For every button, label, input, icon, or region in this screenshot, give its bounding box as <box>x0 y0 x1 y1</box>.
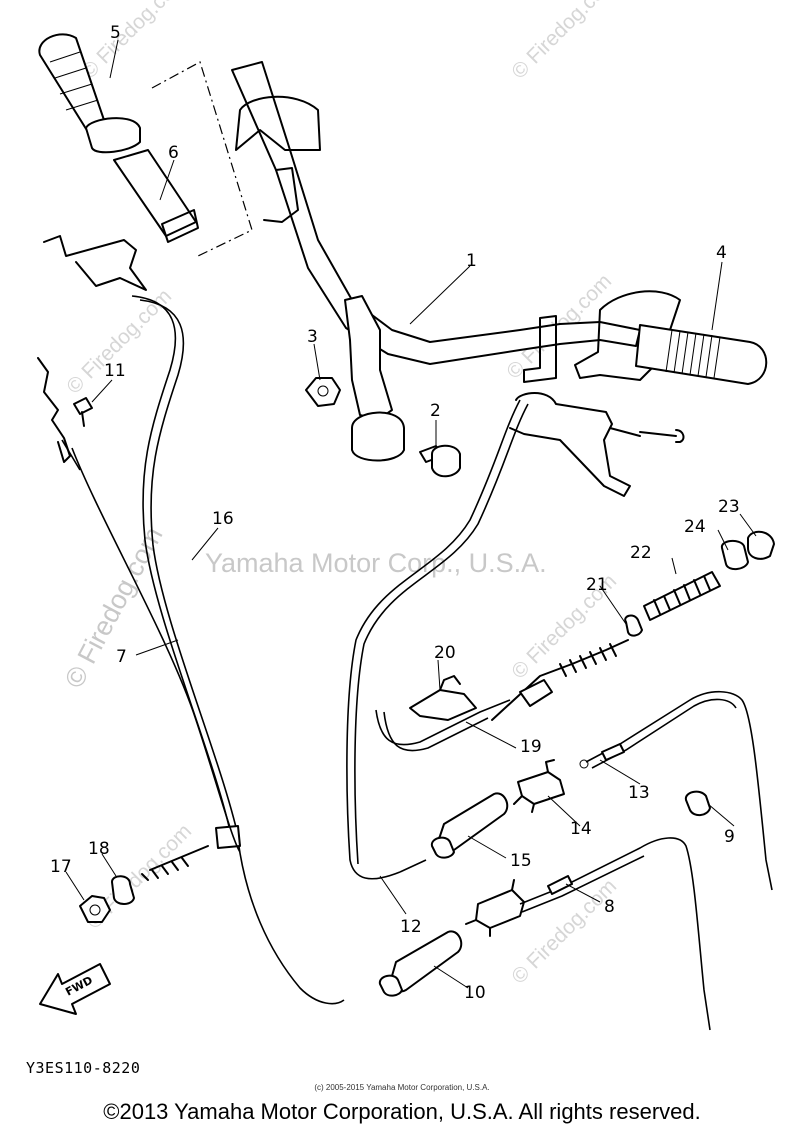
callout-16: 16 <box>212 509 234 529</box>
diagram-code: Y3ES110-8220 <box>26 1059 141 1077</box>
callout-18: 18 <box>88 839 110 859</box>
callout-4: 4 <box>716 243 727 263</box>
right-grip <box>635 324 768 385</box>
screw <box>73 397 93 427</box>
callout-9: 9 <box>724 827 735 847</box>
fwd-direction-arrow: FWD <box>39 963 111 1015</box>
throttle-cables <box>37 235 345 1005</box>
callout-numbers: 5 6 1 3 2 4 11 16 7 20 19 21 22 24 23 13… <box>50 23 740 1003</box>
watermark: © Firedog.com <box>77 0 191 84</box>
cable-clip <box>409 675 477 721</box>
left-grip <box>38 33 141 154</box>
throttle-sleeve <box>113 61 253 257</box>
cable-sleeves <box>378 792 509 997</box>
small-copyright: (c) 2005-2015 Yamaha Motor Corporation, … <box>314 1083 490 1092</box>
adjuster-assembly <box>491 530 775 721</box>
callout-3: 3 <box>307 327 318 347</box>
watermark-large: © Firedog.com <box>59 522 169 693</box>
callout-22: 22 <box>630 543 652 563</box>
callout-6: 6 <box>168 143 179 163</box>
handlebar <box>231 61 681 462</box>
callout-15: 15 <box>510 851 532 871</box>
callout-23: 23 <box>718 497 740 517</box>
callout-2: 2 <box>430 401 441 421</box>
callout-14: 14 <box>570 819 592 839</box>
callout-7: 7 <box>116 647 127 667</box>
center-cables <box>346 392 685 880</box>
nut <box>305 377 341 407</box>
watermark: © Firedog.com <box>62 285 176 399</box>
footer-copyright: ©2013 Yamaha Motor Corporation, U.S.A. A… <box>103 1099 701 1124</box>
callout-12: 12 <box>400 917 422 937</box>
watermark: © Firedog.com <box>507 0 621 84</box>
callout-19: 19 <box>520 737 542 757</box>
callout-11: 11 <box>104 361 126 381</box>
callout-13: 13 <box>628 783 650 803</box>
bolt <box>419 444 461 478</box>
callout-20: 20 <box>434 643 456 663</box>
watermark-center: Yamaha Motor Corp., U.S.A. <box>205 548 547 578</box>
watermark: © Firedog.com <box>507 875 621 989</box>
callout-1: 1 <box>466 251 477 271</box>
cable-holders <box>465 759 565 937</box>
leader-lines <box>65 39 757 989</box>
callout-10: 10 <box>464 983 486 1003</box>
cap-nut-and-spacer <box>79 875 135 923</box>
callout-24: 24 <box>684 517 706 537</box>
callout-8: 8 <box>604 897 615 917</box>
callout-17: 17 <box>50 857 72 877</box>
clamp-9 <box>684 790 711 816</box>
callout-5: 5 <box>110 23 121 43</box>
callout-21: 21 <box>586 575 608 595</box>
cable-13 <box>579 690 773 891</box>
cable-8 <box>519 837 711 1031</box>
